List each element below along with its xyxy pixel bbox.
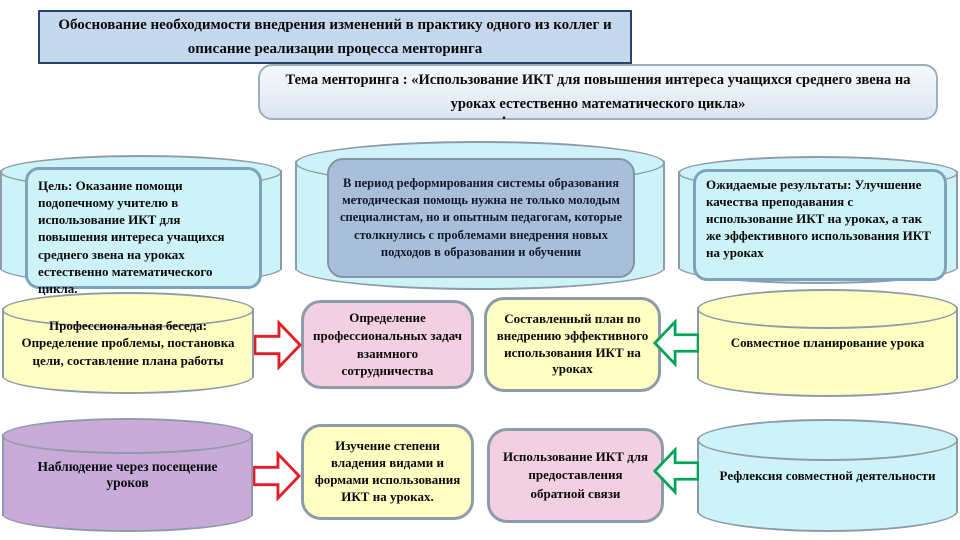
left-arrow-icon bbox=[653, 444, 699, 498]
reflection-text: Рефлексия совместной деятельности bbox=[719, 467, 936, 483]
study-ikt-skills-text: Изучение степени владения видами и форма… bbox=[314, 438, 461, 504]
professional-talk-text: Профессиональная беседа: Определение про… bbox=[21, 317, 235, 368]
slide-title: Обоснование необходимости внедрения изме… bbox=[38, 10, 632, 64]
cylinder-cap bbox=[697, 289, 958, 329]
joint-planning-text: Совместное планирование урока bbox=[730, 335, 925, 350]
expected-results-text: Ожидаемые результаты: Улучшение качества… bbox=[706, 177, 931, 260]
goal-text: Цель: Оказание помощи подопечному учител… bbox=[38, 178, 225, 296]
right-arrow-icon bbox=[254, 318, 302, 372]
cylinder-cap bbox=[2, 292, 254, 328]
ikt-feedback-text: Использование ИКТ для предоставления обр… bbox=[502, 449, 649, 501]
study-ikt-skills-box: Изучение степени владения видами и форма… bbox=[301, 424, 474, 520]
reflection-cylinder: Рефлексия совместной деятельности bbox=[697, 419, 958, 532]
mentoring-theme-text: Тема менторинга : «Использование ИКТ для… bbox=[285, 72, 911, 112]
context-text: В период реформирования системы образова… bbox=[339, 175, 623, 259]
right-arrow-icon bbox=[253, 449, 301, 503]
goal-box: Цель: Оказание помощи подопечному учител… bbox=[25, 167, 262, 296]
theme-trailing-period: . bbox=[502, 106, 506, 123]
observation-text: Наблюдение через посещение уроков bbox=[37, 459, 218, 490]
left-arrow-icon bbox=[653, 316, 699, 370]
expected-results-box: Ожидаемые результаты: Улучшение качества… bbox=[693, 169, 947, 281]
implementation-plan-box: Составленный план по внедрению эффективн… bbox=[484, 297, 661, 392]
implementation-plan-text: Составленный план по внедрению эффективн… bbox=[496, 310, 649, 377]
professional-talk-cylinder: Профессиональная беседа: Определение про… bbox=[2, 292, 254, 394]
define-tasks-text: Определение профессиональных задач взаим… bbox=[313, 310, 462, 379]
cylinder-cap bbox=[697, 419, 958, 461]
observation-cylinder: Наблюдение через посещение уроков bbox=[2, 418, 253, 532]
slide-title-text: Обоснование необходимости внедрения изме… bbox=[58, 17, 612, 57]
ikt-feedback-box: Использование ИКТ для предоставления обр… bbox=[487, 428, 664, 523]
define-tasks-box: Определение профессиональных задач взаим… bbox=[301, 300, 474, 389]
mentoring-theme-box: Тема менторинга : «Использование ИКТ для… bbox=[258, 64, 938, 120]
context-box: В период реформирования системы образова… bbox=[327, 158, 635, 278]
cylinder-cap bbox=[2, 418, 253, 454]
joint-planning-cylinder: Совместное планирование урока bbox=[697, 289, 958, 397]
